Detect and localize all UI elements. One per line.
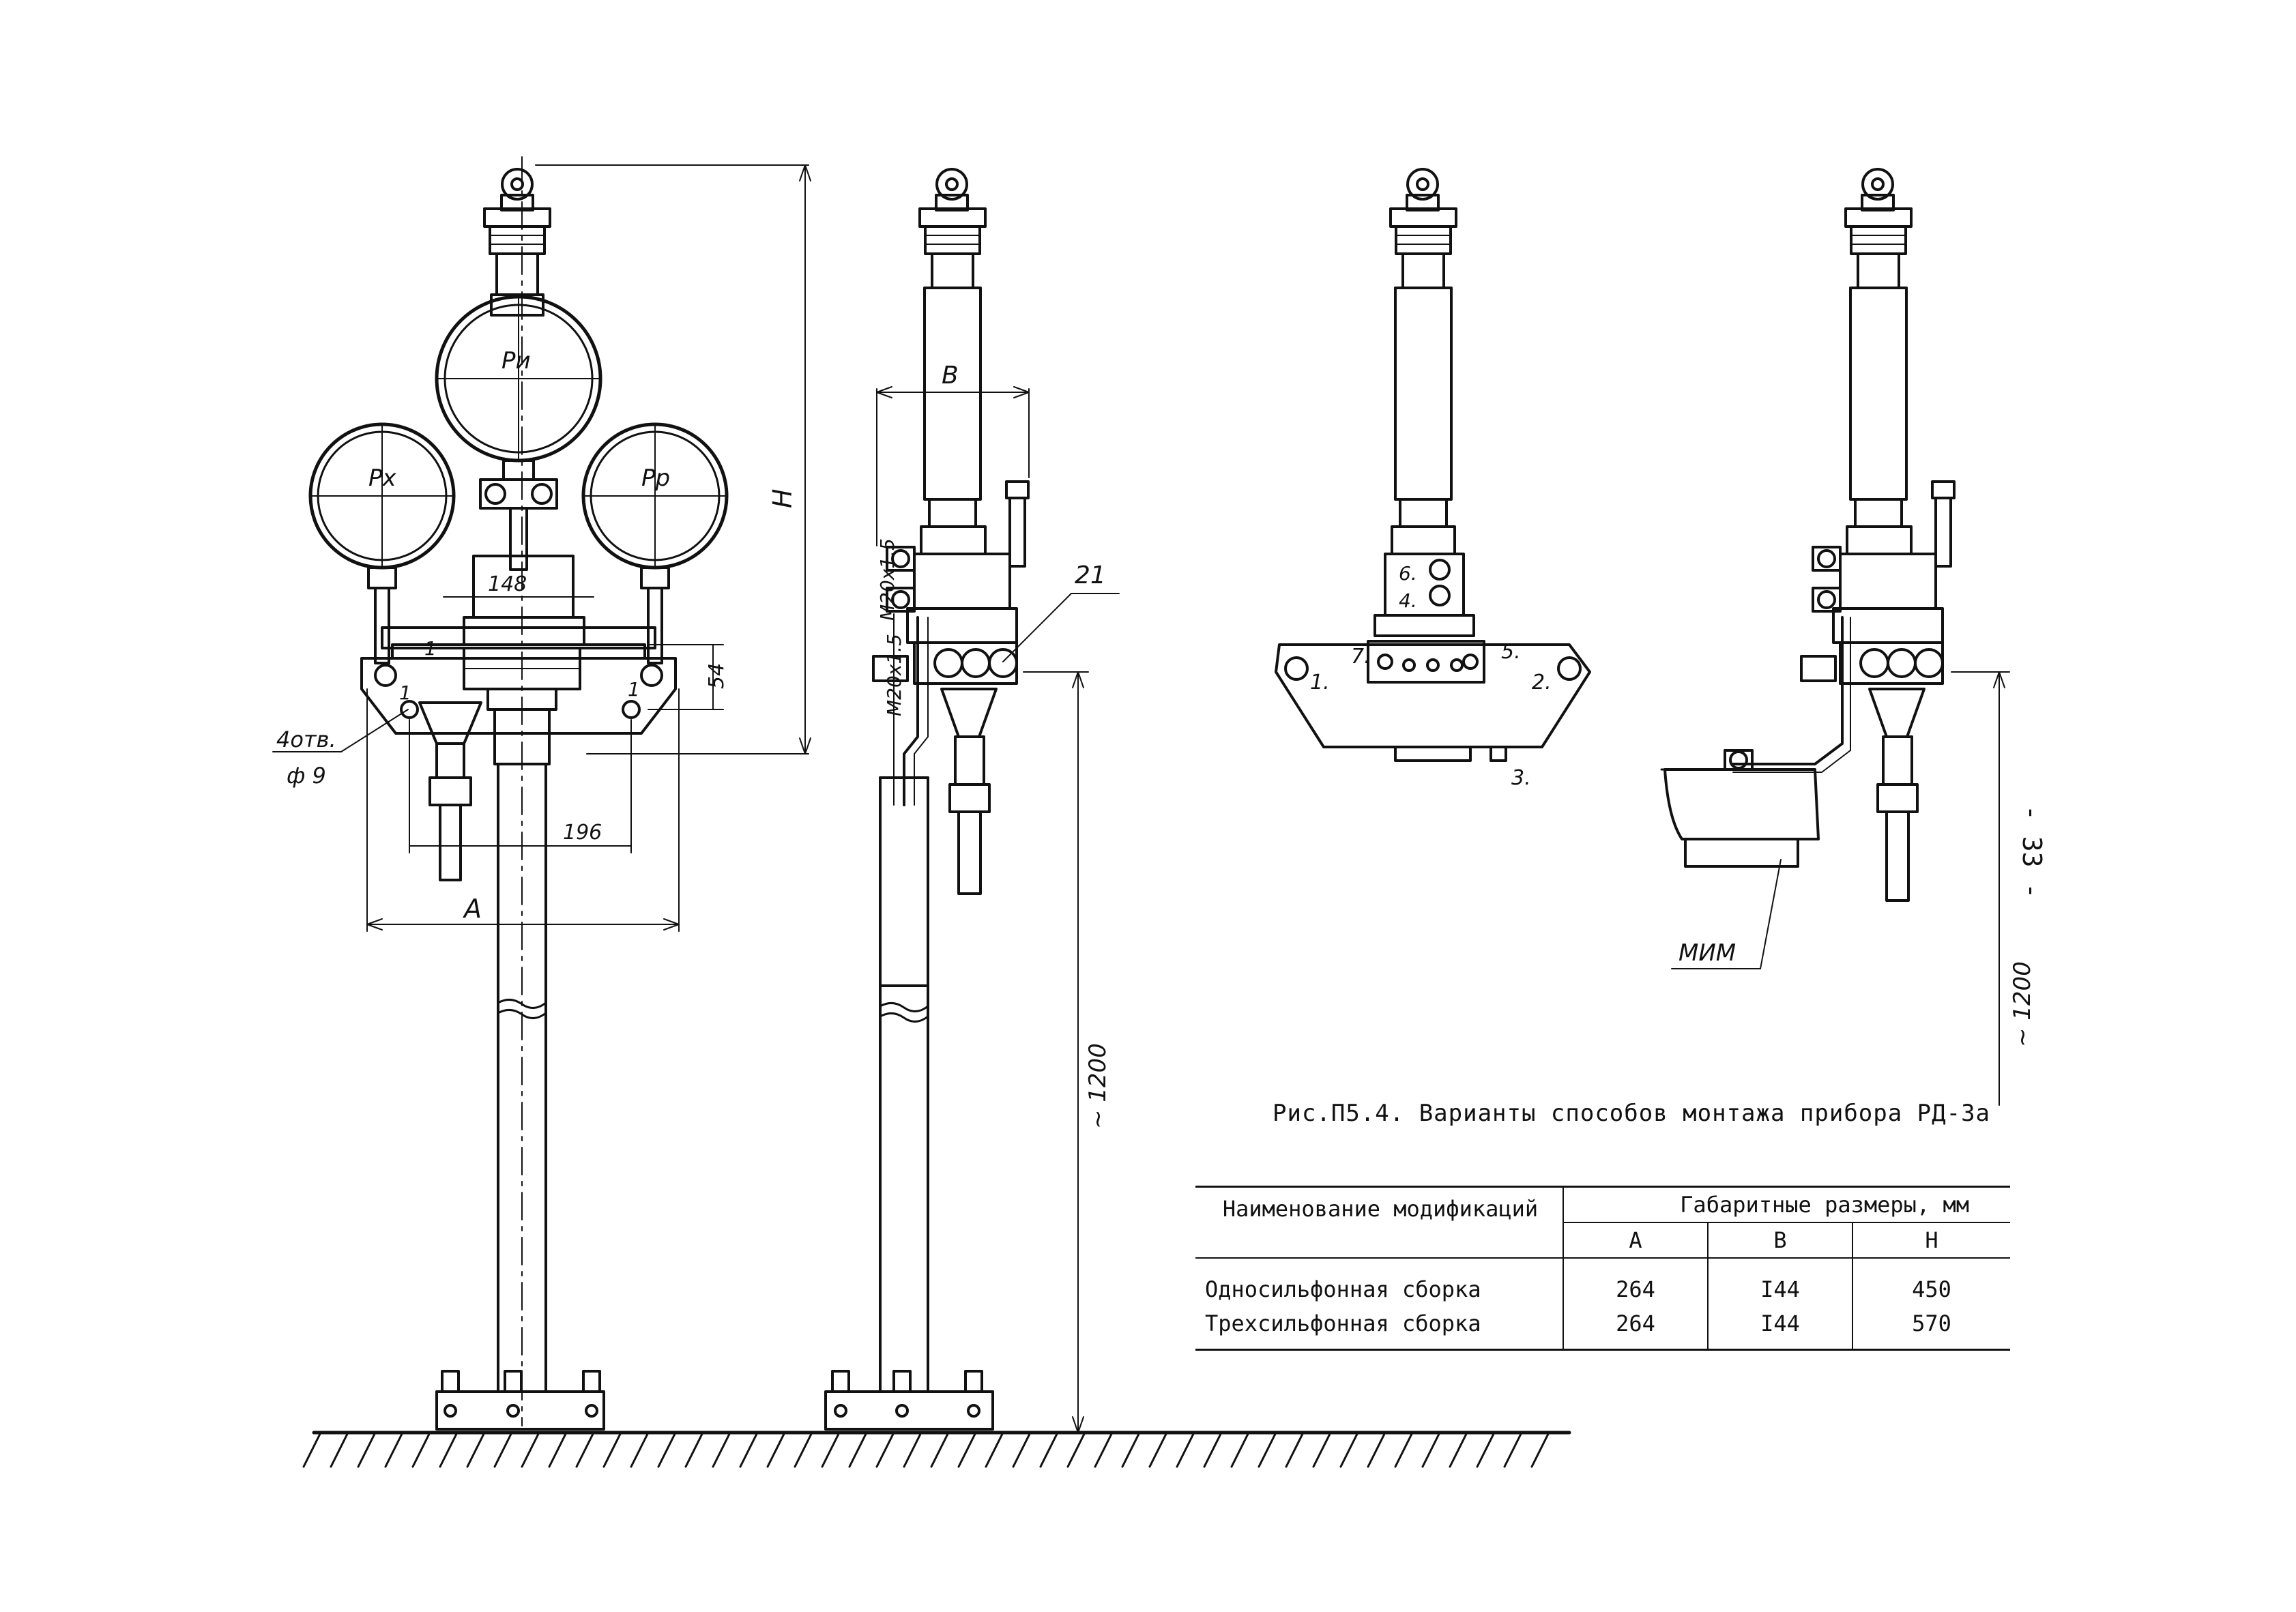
label-n3: 3. [1511,766,1531,790]
table-row-2-h: 570 [1852,1306,2010,1351]
label-height-1200-right: ~ 1200 [2009,961,2036,1047]
label-mim: МИМ [1679,939,1736,967]
label-height-1200: ~ 1200 [1084,1043,1111,1129]
table-row-2-a: 264 [1563,1306,1708,1351]
table-subheader-h: H [1852,1222,2010,1259]
side-view-assembly [824,168,1120,1433]
label-holes-dia: ф 9 [287,763,326,789]
dim-196: 196 [563,821,602,845]
label-n2: 2. [1532,671,1552,694]
label-n6: 6. [1399,562,1417,585]
label-part-21: 21 [1075,561,1106,589]
dim-148: 148 [488,572,527,596]
label-p-x: Pх [368,465,397,492]
table-subheader-b: B [1707,1222,1852,1259]
label-n4: 4. [1399,589,1417,612]
label-n1-c: 1 [399,682,411,704]
front-view-assembly [272,156,811,1431]
table-row-2-name: Трехсильфонная сборка [1195,1306,1563,1351]
table-header-group: Габаритные размеры, мм [1563,1186,2010,1223]
figure-caption: Рис.П5.4. Варианты способов монтажа приб… [1273,1100,1991,1127]
table-row-2-b: I44 [1707,1306,1852,1351]
table-row-1-name: Односильфонная сборка [1195,1257,1563,1306]
dim-h: H [768,488,798,508]
label-n7: 7. [1351,645,1371,669]
dim-a: A [462,894,482,924]
label-n5: 5. [1501,640,1521,664]
label-holes: 4отв. [276,727,336,752]
table-row-1-h: 450 [1852,1258,2010,1306]
table-row-1-a: 264 [1563,1258,1708,1306]
device-on-plate-view [1275,168,1591,762]
label-p-i: Pи [502,347,531,375]
label-thread-1: М20х1.5 [876,538,899,621]
label-n1-d: 1. [1310,671,1330,694]
dim-b: B [942,362,959,390]
device-on-mim-view [1660,168,2010,1106]
page-number: - 33 - [2017,805,2047,899]
label-p-r: Pр [641,465,670,492]
label-thread-2: М20х1.5 [883,634,905,716]
table-subheader-a: A [1563,1222,1708,1259]
table-header-name: Наименование модификаций [1195,1186,1563,1258]
ground-hatching [302,1431,1571,1468]
dimensions-table: Наименование модификаций Габаритные разм… [1195,1186,2010,1351]
label-n1-b: 1 [628,678,640,701]
table-row-1-b: I44 [1707,1258,1852,1306]
label-n1-a: 1 [424,637,437,660]
dim-54: 54 [705,663,729,689]
